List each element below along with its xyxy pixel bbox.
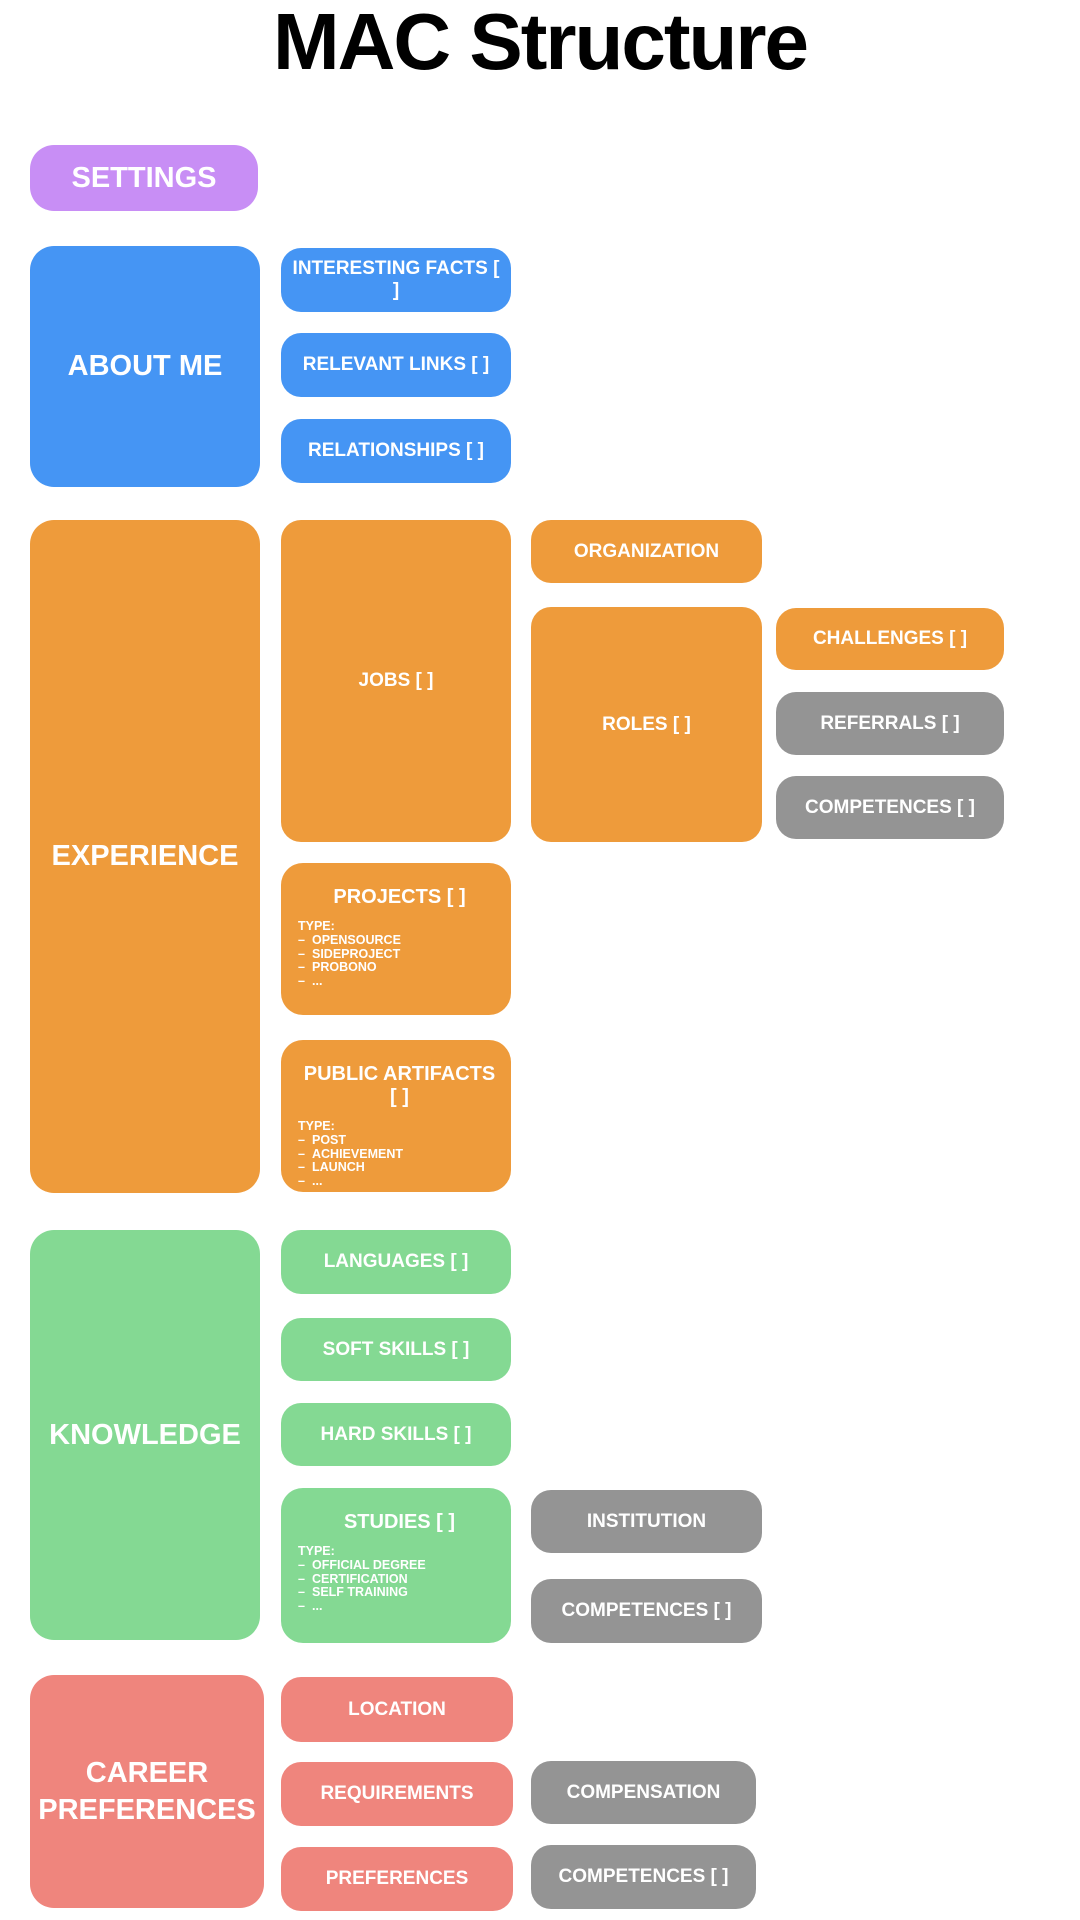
list-item: –OPENSOURCE <box>298 932 501 948</box>
type-item: ... <box>312 1599 323 1614</box>
node-label: COMPETENCES [ ] <box>561 1600 732 1621</box>
node-interesting-facts: INTERESTING FACTS [ ] <box>281 248 511 312</box>
list-item: –CERTIFICATION <box>298 1571 501 1587</box>
type-item: OFFICIAL DEGREE <box>312 1557 426 1572</box>
list-item: –OFFICIAL DEGREE <box>298 1557 501 1573</box>
node-label: SOFT SKILLS [ ] <box>322 1338 470 1360</box>
type-item: CERTIFICATION <box>312 1571 408 1586</box>
list-item: –SELF TRAINING <box>298 1586 501 1600</box>
type-item: SELF TRAINING <box>312 1585 408 1600</box>
list-item: –PROBONO <box>298 961 501 975</box>
list-item: –... <box>298 1174 501 1189</box>
node-label: INSTITUTION <box>586 1510 707 1532</box>
type-list: TYPE: –OFFICIAL DEGREE –CERTIFICATION –S… <box>298 1544 501 1614</box>
node-label: COMPETENCES [ ] <box>558 1866 729 1887</box>
type-item: SIDEPROJECT <box>312 946 401 961</box>
type-list: TYPE: –POST –ACHIEVEMENT –LAUNCH –... <box>298 1119 501 1189</box>
node-label: ROLES [ ] <box>602 713 691 735</box>
list-dash: – <box>298 1132 305 1147</box>
node-label: COMPENSATION <box>566 1781 721 1803</box>
node-label: COMPETENCES [ ] <box>805 796 975 818</box>
node-relationships: RELATIONSHIPS [ ] <box>281 419 511 483</box>
type-list: TYPE: –OPENSOURCE –SIDEPROJECT –PROBONO … <box>298 919 501 989</box>
node-soft-skills: SOFT SKILLS [ ] <box>281 1318 511 1381</box>
type-item: POST <box>312 1132 347 1147</box>
node-label: PROJECTS [ ] <box>333 886 466 908</box>
node-label: ABOUT ME <box>67 350 223 383</box>
node-label: INTERESTING FACTS [ ] <box>292 258 500 301</box>
node-career-preferences: CAREER PREFERENCES <box>30 1675 264 1908</box>
list-item: –... <box>298 974 501 989</box>
node-label: LOCATION <box>348 1698 446 1720</box>
list-dash: – <box>298 1557 305 1572</box>
node-label: JOBS [ ] <box>358 670 434 691</box>
list-dash: – <box>298 1599 305 1614</box>
node-hard-skills: HARD SKILLS [ ] <box>281 1403 511 1466</box>
node-label: KNOWLEDGE <box>49 1418 241 1451</box>
node-challenges: CHALLENGES [ ] <box>776 608 1004 670</box>
type-item: ACHIEVEMENT <box>312 1146 403 1161</box>
list-dash: – <box>298 946 305 961</box>
node-relevant-links: RELEVANT LINKS [ ] <box>281 333 511 397</box>
node-label: PUBLIC ARTIFACTS [ ] <box>303 1063 496 1108</box>
list-item: –POST <box>298 1132 501 1148</box>
node-compensation: COMPENSATION <box>531 1761 756 1824</box>
list-dash: – <box>298 1174 305 1189</box>
list-dash: – <box>298 1585 305 1600</box>
node-settings: SETTINGS <box>30 145 258 211</box>
node-about-me: ABOUT ME <box>30 246 260 487</box>
node-studies: STUDIES [ ] TYPE: –OFFICIAL DEGREE –CERT… <box>281 1488 511 1643</box>
node-knowledge: KNOWLEDGE <box>30 1230 260 1640</box>
node-referrals: REFERRALS [ ] <box>776 692 1004 755</box>
page-title: MAC Structure <box>272 0 809 86</box>
node-label: REQUIREMENTS <box>320 1783 474 1804</box>
node-location: LOCATION <box>281 1677 513 1742</box>
node-languages: LANGUAGES [ ] <box>281 1230 511 1294</box>
list-dash: – <box>298 932 305 947</box>
node-label: SETTINGS <box>71 161 217 194</box>
list-dash: – <box>298 960 305 975</box>
type-heading: TYPE: <box>298 919 335 933</box>
node-public-artifacts: PUBLIC ARTIFACTS [ ] TYPE: –POST –ACHIEV… <box>281 1040 511 1192</box>
list-dash: – <box>298 1571 305 1586</box>
node-career-competences: COMPETENCES [ ] <box>531 1845 756 1909</box>
node-label: CHALLENGES [ ] <box>812 628 968 649</box>
node-label: HARD SKILLS [ ] <box>320 1423 472 1445</box>
node-requirements: REQUIREMENTS <box>281 1762 513 1826</box>
node-label: CAREER PREFERENCES <box>38 1757 256 1826</box>
node-institution: INSTITUTION <box>531 1490 762 1553</box>
type-heading: TYPE: <box>298 1544 335 1558</box>
node-label: PREFERENCES <box>325 1868 469 1889</box>
type-item: PROBONO <box>312 960 377 975</box>
type-item: OPENSOURCE <box>312 932 401 947</box>
list-dash: – <box>298 974 305 989</box>
node-projects: PROJECTS [ ] TYPE: –OPENSOURCE –SIDEPROJ… <box>281 863 511 1015</box>
node-experience: EXPERIENCE <box>30 520 260 1193</box>
list-item: –ACHIEVEMENT <box>298 1146 501 1162</box>
node-label: STUDIES [ ] <box>343 1511 456 1533</box>
node-jobs: JOBS [ ] <box>281 520 511 842</box>
list-item: –LAUNCH <box>298 1161 501 1175</box>
node-label: EXPERIENCE <box>51 840 239 873</box>
list-item: –... <box>298 1599 501 1614</box>
node-preferences: PREFERENCES <box>281 1847 513 1911</box>
node-label: REFERRALS [ ] <box>820 712 960 734</box>
list-item: –SIDEPROJECT <box>298 946 501 962</box>
list-dash: – <box>298 1160 305 1175</box>
list-dash: – <box>298 1146 305 1161</box>
type-item: ... <box>312 974 323 989</box>
type-item: LAUNCH <box>312 1160 365 1175</box>
node-roles-competences: COMPETENCES [ ] <box>776 776 1004 839</box>
node-organization: ORGANIZATION <box>531 520 762 583</box>
node-studies-competences: COMPETENCES [ ] <box>531 1579 762 1643</box>
type-item: ... <box>312 1174 323 1189</box>
node-roles: ROLES [ ] <box>531 607 762 842</box>
type-heading: TYPE: <box>298 1119 335 1133</box>
node-label: ORGANIZATION <box>573 540 720 562</box>
node-label: LANGUAGES [ ] <box>323 1251 469 1272</box>
node-label: RELATIONSHIPS [ ] <box>308 440 484 461</box>
node-label: RELEVANT LINKS [ ] <box>302 354 490 375</box>
